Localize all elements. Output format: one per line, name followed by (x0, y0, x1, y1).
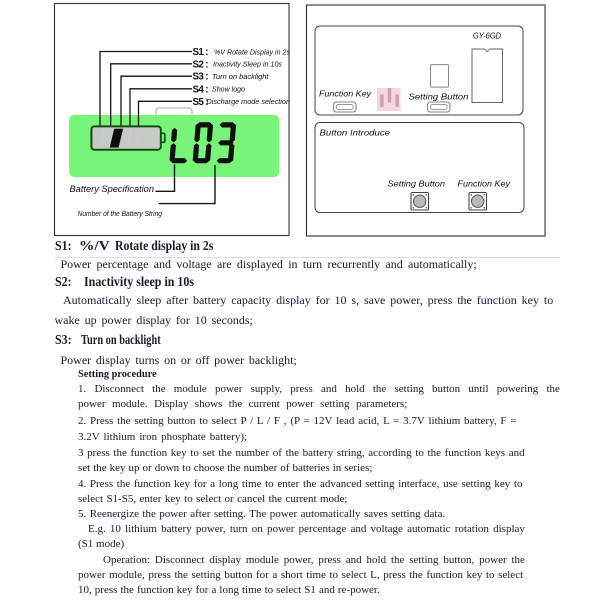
svg-text:%V Rotate Display in 2s: %V Rotate Display in 2s (214, 49, 291, 56)
svg-text:Turn on backlight: Turn on backlight (212, 74, 270, 81)
svg-text:Setting Button: Setting Button (388, 180, 446, 189)
svg-text:S4 :: S4 : (193, 84, 209, 95)
svg-text:Inactivity Sleep in 10s: Inactivity Sleep in 10s (213, 62, 283, 69)
svg-text:Number of the Battery String: Number of the Battery String (78, 211, 163, 218)
svg-text:S3 :: S3 : (193, 72, 209, 83)
svg-text:S1 :: S1 : (193, 47, 209, 58)
svg-text:Function Key: Function Key (319, 90, 372, 99)
svg-text:Battery Specification: Battery Specification (70, 184, 155, 194)
svg-text:Discharge mode selection: Discharge mode selection (207, 99, 291, 106)
svg-text:GY-6GD: GY-6GD (473, 32, 501, 41)
svg-text:S2 :: S2 : (193, 59, 209, 70)
svg-text:Setting Button: Setting Button (409, 93, 470, 102)
svg-text:Show logo: Show logo (212, 87, 245, 94)
svg-text:Function Key: Function Key (458, 180, 512, 189)
svg-text:S5 :: S5 : (193, 97, 209, 108)
svg-text:Button Introduce: Button Introduce (320, 129, 391, 138)
